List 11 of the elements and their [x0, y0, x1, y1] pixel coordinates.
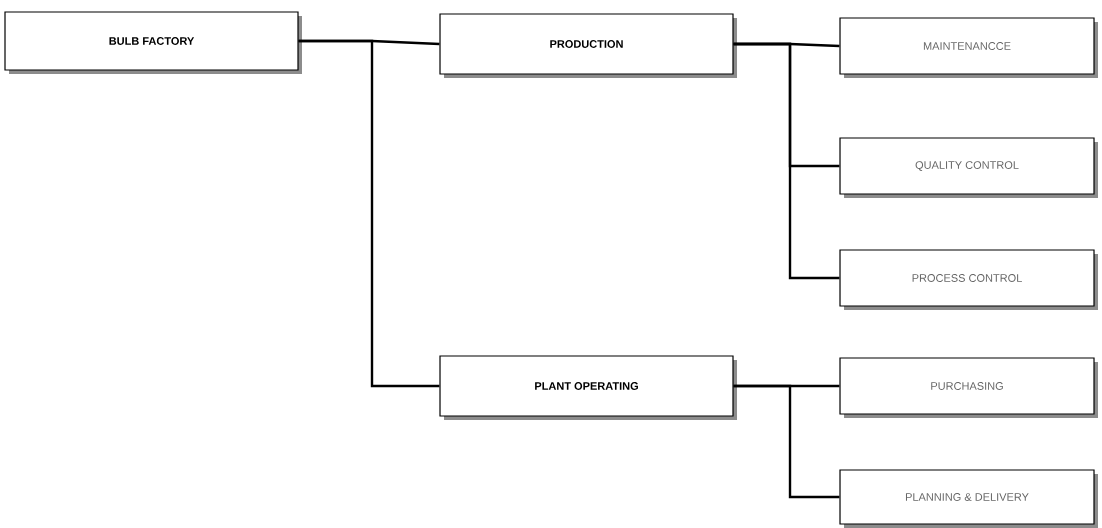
connector-line: [733, 384, 840, 499]
org-box: PLANNING & DELIVERY: [839, 469, 1098, 528]
org-box: QUALITY CONTROL: [839, 137, 1098, 198]
org-box: PROCESS CONTROL: [839, 249, 1098, 310]
org-box: BULB FACTORY: [4, 11, 302, 74]
org-box: PLANT OPERATING: [439, 355, 737, 420]
org-box: PRODUCTION: [439, 13, 737, 78]
org-box: PURCHASING: [839, 357, 1098, 418]
org-box: MAINTENANCCE: [839, 17, 1098, 78]
connector-line: [298, 39, 440, 388]
connector-line: [733, 42, 840, 280]
